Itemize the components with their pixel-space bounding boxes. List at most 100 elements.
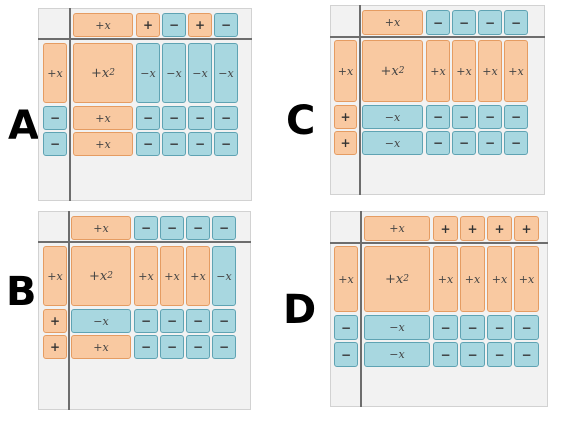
d-top-x-tile: +x bbox=[364, 216, 430, 241]
c-product-unit-r1c4: − bbox=[504, 105, 528, 129]
a-product-unit-r1c2: − bbox=[162, 106, 186, 130]
panel-d-y-axis bbox=[360, 211, 362, 407]
d-product-unit-r1c4: − bbox=[514, 315, 539, 340]
b-product-unit-r2c1: − bbox=[134, 335, 158, 359]
panel-b-x-axis bbox=[38, 241, 251, 243]
a-product-neg-x-4: −x bbox=[214, 43, 238, 103]
d-product-unit-r2c2: − bbox=[460, 342, 485, 367]
c-product-unit-r1c3: − bbox=[478, 105, 502, 129]
d-product-unit-r2c3: − bbox=[487, 342, 512, 367]
c-product-unit-r1c2: − bbox=[452, 105, 476, 129]
c-top-unit-4: − bbox=[504, 10, 528, 35]
panel-a-x-axis bbox=[38, 38, 252, 40]
a-top-unit-4: − bbox=[214, 13, 238, 37]
a-side-unit-1: − bbox=[43, 106, 67, 130]
d-product-x-row-1: −x bbox=[364, 315, 430, 340]
c-top-x-tile: +x bbox=[362, 10, 423, 35]
a-product-unit-r1c1: − bbox=[136, 106, 160, 130]
a-top-x-tile: +x bbox=[73, 13, 133, 37]
a-top-unit-3: + bbox=[188, 13, 212, 37]
b-side-unit-2: + bbox=[43, 335, 67, 359]
c-product-x-row-2: −x bbox=[362, 131, 423, 155]
b-product-x-col-2: +x bbox=[160, 246, 184, 306]
d-product-unit-r2c4: − bbox=[514, 342, 539, 367]
a-product-unit-r2c3: − bbox=[188, 132, 212, 156]
panel-b-y-axis bbox=[68, 211, 70, 410]
a-product-x-row-2: +x bbox=[73, 132, 133, 156]
c-side-unit-1: + bbox=[334, 105, 357, 129]
b-product-unit-r1c4: − bbox=[212, 309, 236, 333]
c-top-unit-1: − bbox=[426, 10, 450, 35]
a-side-unit-2: − bbox=[43, 132, 67, 156]
panel-d-x-axis bbox=[330, 242, 548, 244]
a-product-neg-x-3: −x bbox=[188, 43, 212, 103]
d-product-x-col-1: +x bbox=[433, 246, 458, 312]
panel-a-y-axis bbox=[69, 8, 71, 201]
d-side-x-tile: +x bbox=[334, 246, 358, 312]
panel-a bbox=[38, 8, 252, 201]
a-product-neg-x-2: −x bbox=[162, 43, 186, 103]
c-top-unit-2: − bbox=[452, 10, 476, 35]
a-top-unit-2: − bbox=[162, 13, 186, 37]
b-product-x-row-1: −x bbox=[71, 309, 131, 333]
c-side-unit-2: + bbox=[334, 131, 357, 155]
option-label-a: A bbox=[8, 103, 39, 149]
panel-c-y-axis bbox=[359, 5, 361, 195]
c-product-unit-r2c1: − bbox=[426, 131, 450, 155]
d-product-unit-r1c2: − bbox=[460, 315, 485, 340]
d-product-unit-r2c1: − bbox=[433, 342, 458, 367]
b-product-unit-r2c4: − bbox=[212, 335, 236, 359]
b-side-x-tile: +x bbox=[43, 246, 67, 306]
b-top-unit-3: − bbox=[186, 216, 210, 240]
b-side-unit-1: + bbox=[43, 309, 67, 333]
d-top-unit-4: + bbox=[514, 216, 539, 241]
option-label-d: D bbox=[283, 287, 317, 333]
b-top-x-tile: +x bbox=[71, 216, 131, 240]
c-product-x-col-3: +x bbox=[478, 40, 502, 102]
d-top-unit-3: + bbox=[487, 216, 512, 241]
a-product-x-row-1: +x bbox=[73, 106, 133, 130]
b-product-x-col-3: +x bbox=[186, 246, 210, 306]
a-product-neg-x-1: −x bbox=[136, 43, 160, 103]
a-side-x-tile: +x bbox=[43, 43, 67, 103]
c-product-unit-r2c2: − bbox=[452, 131, 476, 155]
d-side-unit-2: − bbox=[334, 342, 358, 367]
d-product-x-col-2: +x bbox=[460, 246, 485, 312]
c-product-unit-r2c3: − bbox=[478, 131, 502, 155]
panel-c-x-axis bbox=[330, 36, 545, 38]
c-product-x-row-1: −x bbox=[362, 105, 423, 129]
a-product-unit-r1c4: − bbox=[214, 106, 238, 130]
b-product-unit-r1c2: − bbox=[160, 309, 184, 333]
c-product-x-col-2: +x bbox=[452, 40, 476, 102]
d-product-unit-r1c3: − bbox=[487, 315, 512, 340]
b-product-unit-r2c3: − bbox=[186, 335, 210, 359]
c-side-x-tile: +x bbox=[334, 40, 357, 102]
c-top-unit-3: − bbox=[478, 10, 502, 35]
b-top-unit-1: − bbox=[134, 216, 158, 240]
option-label-b: B bbox=[6, 269, 37, 315]
b-top-unit-2: − bbox=[160, 216, 184, 240]
c-product-unit-r1c1: − bbox=[426, 105, 450, 129]
c-product-unit-r2c4: − bbox=[504, 131, 528, 155]
option-label-c: C bbox=[286, 98, 316, 144]
b-product-x-col-1: +x bbox=[134, 246, 158, 306]
d-product-x-col-4: +x bbox=[514, 246, 539, 312]
a-product-unit-r2c2: − bbox=[162, 132, 186, 156]
a-product-unit-r2c1: − bbox=[136, 132, 160, 156]
c-product-x-col-1: +x bbox=[426, 40, 450, 102]
d-product-x-col-3: +x bbox=[487, 246, 512, 312]
b-product-neg-x-col-4: −x bbox=[212, 246, 236, 306]
c-product-x-col-4: +x bbox=[504, 40, 528, 102]
a-top-unit-1: + bbox=[136, 13, 160, 37]
a-product-unit-r1c3: − bbox=[188, 106, 212, 130]
d-top-unit-2: + bbox=[460, 216, 485, 241]
b-product-unit-r1c3: − bbox=[186, 309, 210, 333]
d-side-unit-1: − bbox=[334, 315, 358, 340]
d-product-unit-r1c1: − bbox=[433, 315, 458, 340]
d-product-x-row-2: −x bbox=[364, 342, 430, 367]
b-top-unit-4: − bbox=[212, 216, 236, 240]
